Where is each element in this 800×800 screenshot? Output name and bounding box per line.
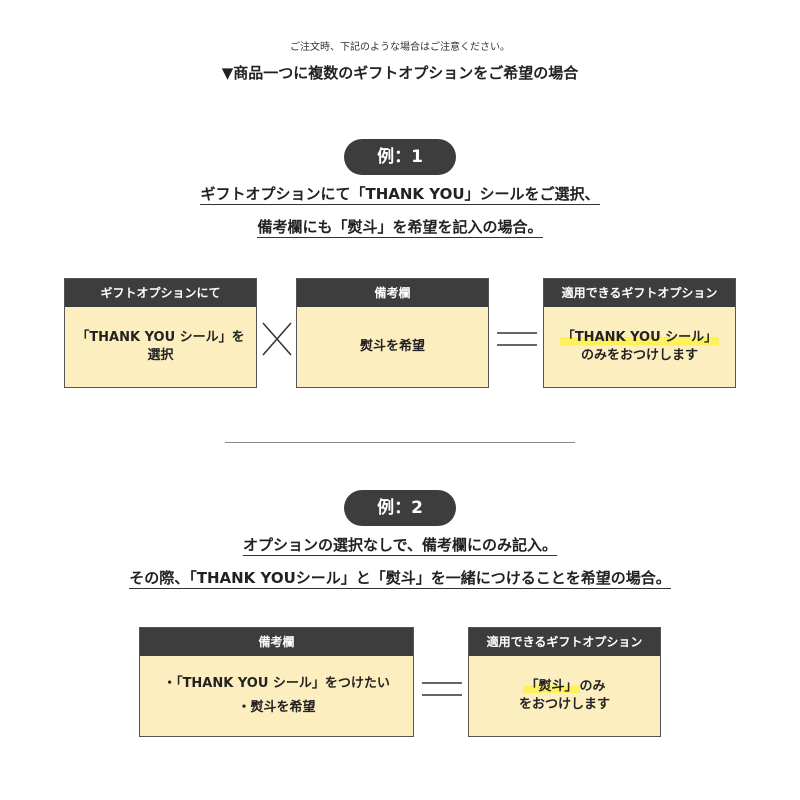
example2-badge: 例：2 <box>344 490 456 526</box>
card-body: 「THANK YOU シール」 のみをおつけします <box>544 307 735 387</box>
card-body: ・「THANK YOU シール」をつけたい ・熨斗を希望 <box>140 656 413 736</box>
example2-card-remarks: 備考欄 ・「THANK YOU シール」をつけたい ・熨斗を希望 <box>139 627 414 737</box>
example1-desc-line2-wrap: 備考欄にも「熨斗」を希望を記入の場合。 <box>0 217 800 238</box>
example1-desc-line1: ギフトオプションにて「THANK YOU」シールをご選択、 <box>200 185 600 205</box>
example1-desc-line1-wrap: ギフトオプションにて「THANK YOU」シールをご選択、 <box>0 184 800 205</box>
example2-card-result: 適用できるギフトオプション 「熨斗」のみ をおつけします <box>468 627 661 737</box>
card-text: ・熨斗を希望 <box>237 700 316 715</box>
card-title: 適用できるギフトオプション <box>469 628 660 656</box>
card-title: 備考欄 <box>297 279 488 307</box>
card-body: 「THANK YOU シール」を 選択 <box>65 307 256 387</box>
example2-desc-line1-wrap: オプションの選択なしで、備考欄にのみ記入。 <box>0 535 800 556</box>
card-highlight-text: 「THANK YOU シール」 <box>559 329 720 347</box>
equals-icon <box>497 332 537 346</box>
section-divider <box>225 442 575 443</box>
card-text: 熨斗を希望 <box>359 339 425 354</box>
example2-desc-line2-wrap: その際、「THANK YOUシール」と「熨斗」を一緒につけることを希望の場合。 <box>0 568 800 589</box>
card-text: ・「THANK YOU シール」をつけたい <box>163 676 390 691</box>
example1-desc-line2: 備考欄にも「熨斗」を希望を記入の場合。 <box>257 218 543 238</box>
example2-desc-line1: オプションの選択なしで、備考欄にのみ記入。 <box>243 536 557 556</box>
equals-icon <box>422 682 462 696</box>
card-text-line1: 「熨斗」のみ <box>523 678 606 696</box>
card-title: 適用できるギフトオプション <box>544 279 735 307</box>
card-text: のみ <box>579 679 606 694</box>
card-title: ギフトオプションにて <box>65 279 256 307</box>
card-body: 熨斗を希望 <box>297 307 488 387</box>
example1-card-result: 適用できるギフトオプション 「THANK YOU シール」 のみをおつけします <box>543 278 736 388</box>
example1-badge: 例：1 <box>344 139 456 175</box>
card-title: 備考欄 <box>140 628 413 656</box>
notice-text: ご注文時、下記のような場合はご注意ください。 <box>290 42 510 53</box>
page-heading: ▼商品一つに複数のギフトオプションをご希望の場合 <box>221 64 579 82</box>
times-icon <box>262 322 292 356</box>
card-highlight-text: 「熨斗」 <box>523 679 580 694</box>
card-text: のみをおつけします <box>580 348 698 363</box>
card-text: 「THANK YOU シール」を <box>76 330 245 345</box>
example1-card-remarks: 備考欄 熨斗を希望 <box>296 278 489 388</box>
example2-desc-line2: その際、「THANK YOUシール」と「熨斗」を一緒につけることを希望の場合。 <box>129 569 671 589</box>
card-body: 「熨斗」のみ をおつけします <box>469 656 660 736</box>
card-text: をおつけします <box>518 697 610 712</box>
card-text: 選択 <box>147 348 174 363</box>
example1-card-option: ギフトオプションにて 「THANK YOU シール」を 選択 <box>64 278 257 388</box>
